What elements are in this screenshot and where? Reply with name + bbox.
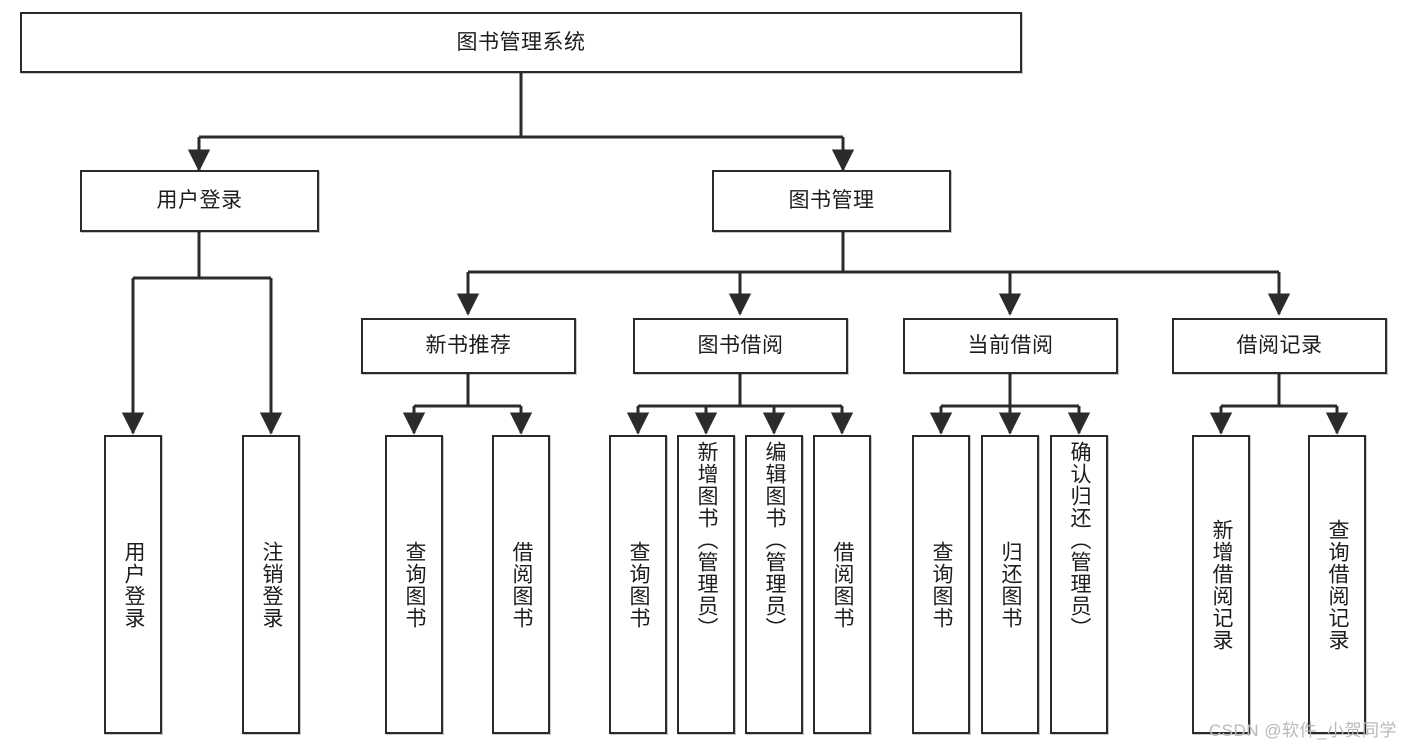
- node-leaf-add-record[interactable]: 新增借阅记录: [1192, 435, 1250, 734]
- node-root[interactable]: 图书管理系统: [20, 12, 1022, 73]
- watermark: CSDN @软件_小贺同学: [1208, 721, 1397, 740]
- node-book-manage[interactable]: 图书管理: [712, 170, 951, 232]
- node-leaf-add-book[interactable]: 新增图书（管理员）: [677, 435, 735, 734]
- node-leaf-confirm-return[interactable]: 确认归还（管理员）: [1050, 435, 1108, 734]
- node-new-book-rec-label: 新书推荐: [425, 334, 512, 358]
- node-new-book-rec[interactable]: 新书推荐: [361, 318, 576, 374]
- node-leaf-query-record[interactable]: 查询借阅记录: [1308, 435, 1366, 734]
- node-leaf-user-login[interactable]: 用户登录: [104, 435, 162, 734]
- node-current-borrow-label: 当前借阅: [967, 334, 1054, 358]
- node-leaf-query-book-3-label: 查询图书: [930, 540, 954, 629]
- node-root-label: 图书管理系统: [456, 30, 586, 54]
- node-borrow-record[interactable]: 借阅记录: [1172, 318, 1387, 374]
- node-leaf-edit-book-label: 编辑图书（管理员）: [763, 441, 787, 639]
- node-current-borrow[interactable]: 当前借阅: [903, 318, 1118, 374]
- node-book-borrow[interactable]: 图书借阅: [633, 318, 848, 374]
- node-leaf-add-record-label: 新增借阅记录: [1210, 518, 1234, 651]
- node-book-borrow-label: 图书借阅: [697, 334, 784, 358]
- node-leaf-query-book-1-label: 查询图书: [403, 540, 427, 629]
- node-leaf-return-book-label: 归还图书: [999, 540, 1023, 629]
- node-leaf-query-book-2[interactable]: 查询图书: [609, 435, 667, 734]
- node-leaf-query-record-label: 查询借阅记录: [1326, 518, 1350, 651]
- node-user-login[interactable]: 用户登录: [80, 170, 319, 232]
- node-leaf-borrow-book-1-label: 借阅图书: [510, 540, 534, 629]
- node-leaf-query-book-1[interactable]: 查询图书: [385, 435, 443, 734]
- node-leaf-logout-label: 注销登录: [260, 540, 284, 629]
- node-leaf-return-book[interactable]: 归还图书: [981, 435, 1039, 734]
- node-leaf-edit-book[interactable]: 编辑图书（管理员）: [745, 435, 803, 734]
- node-leaf-confirm-return-label: 确认归还（管理员）: [1068, 441, 1092, 639]
- node-leaf-borrow-book-2[interactable]: 借阅图书: [813, 435, 871, 734]
- node-user-login-label: 用户登录: [156, 189, 243, 213]
- node-leaf-query-book-3[interactable]: 查询图书: [912, 435, 970, 734]
- node-leaf-borrow-book-2-label: 借阅图书: [831, 540, 855, 629]
- node-book-manage-label: 图书管理: [788, 189, 875, 213]
- node-borrow-record-label: 借阅记录: [1236, 334, 1323, 358]
- node-leaf-user-login-label: 用户登录: [122, 540, 146, 629]
- node-leaf-query-book-2-label: 查询图书: [627, 540, 651, 629]
- node-leaf-add-book-label: 新增图书（管理员）: [695, 441, 719, 639]
- node-leaf-logout[interactable]: 注销登录: [242, 435, 300, 734]
- node-leaf-borrow-book-1[interactable]: 借阅图书: [492, 435, 550, 734]
